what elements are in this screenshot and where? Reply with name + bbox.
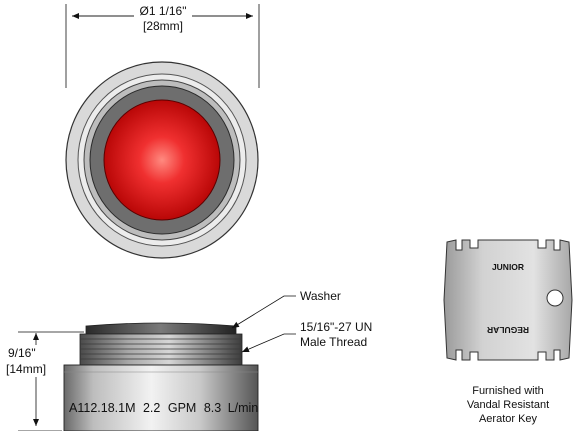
washer-leader [231,295,296,329]
key-caption-line3: Aerator Key [479,413,538,425]
thread-label-line1: 15/16"-27 UN [300,320,372,334]
washer-callout: Washer [231,289,341,329]
aerator-key: JUNIOR REGULAR Furnished with Vandal Res… [443,239,573,425]
thread-leader [241,333,296,353]
washer-label: Washer [300,289,341,303]
height-imperial-label: 9/16" [8,346,36,360]
diameter-metric-label: [28mm] [143,19,183,33]
height-dimension: 9/16" [14mm] [4,331,84,431]
aerator-top-view [65,61,259,259]
diameter-imperial-label: Ø1 1/16" [140,4,187,18]
thread-label-line2: Male Thread [300,335,367,349]
washer [85,322,237,335]
key-hole [546,289,564,307]
flow-marking: A112.18.1M 2.2 GPM 8.3 L/min [69,401,258,415]
aerator-body [63,364,259,431]
height-metric-label: [14mm] [6,362,46,376]
diameter-dimension: Ø1 1/16" [28mm] [65,4,260,88]
thread-callout: 15/16"-27 UN Male Thread [241,320,372,353]
key-bottom-label: REGULAR [487,325,529,335]
aerator-side-view: A112.18.1M 2.2 GPM 8.3 L/min [63,322,259,431]
key-body [443,239,573,361]
red-screen-center [103,99,221,221]
key-caption-line1: Furnished with [472,385,544,397]
key-top-label: JUNIOR [492,262,524,272]
key-caption-line2: Vandal Resistant [467,399,549,411]
